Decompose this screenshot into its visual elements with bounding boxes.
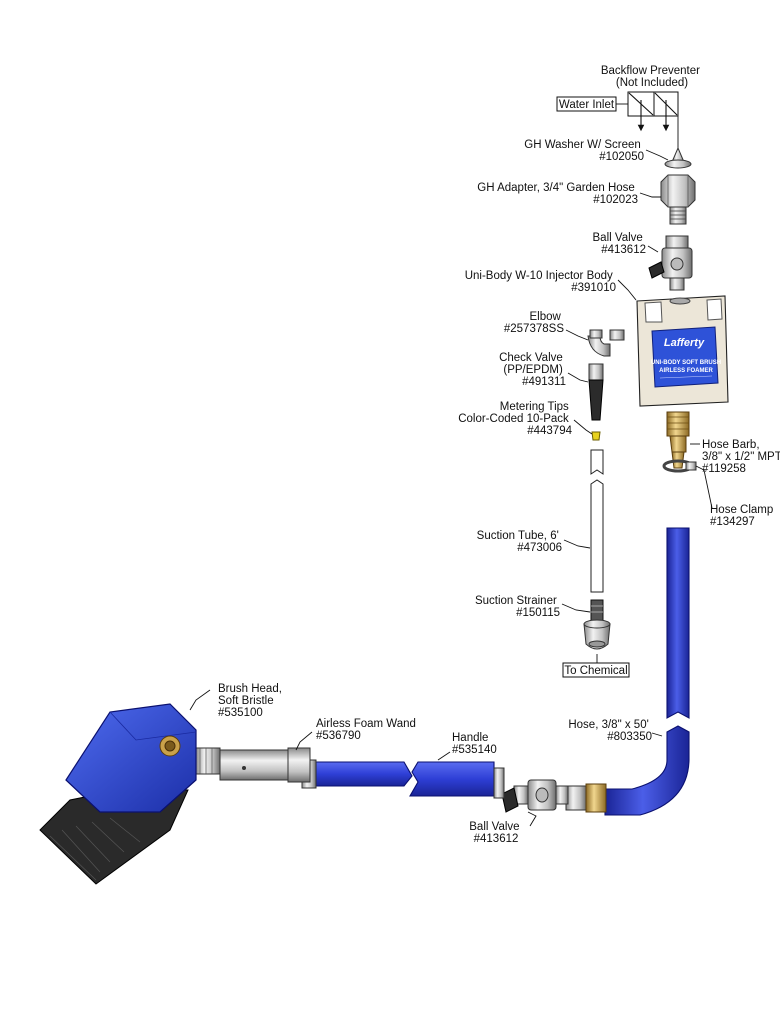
hose — [604, 527, 690, 816]
suction-tube — [590, 449, 604, 593]
ball-valve-top — [648, 235, 693, 291]
to-chemical-label: To Chemical — [564, 665, 627, 677]
foam-wand-label: Airless Foam Wand #536790 — [316, 718, 419, 742]
brush-head-label: Brush Head, Soft Bristle #535100 — [218, 683, 285, 719]
product-line1: UNI-BODY SOFT BRUSH — [651, 360, 721, 366]
suction-tube-label: Suction Tube, 6' #473006 — [477, 530, 562, 554]
ball-valve-bottom — [501, 779, 569, 813]
hose-barb-label: Hose Barb, 3/8" x 1/2" MPT #119258 — [702, 439, 780, 475]
hose-label: Hose, 3/8" x 50' #803350 — [568, 719, 652, 743]
ball-valve-top-label: Ball Valve #413612 — [593, 232, 647, 256]
metering-tip — [591, 431, 601, 441]
product-line2: AIRLESS FOAMER — [659, 368, 713, 374]
hose-barb — [666, 411, 690, 469]
ball-valve-bottom-label: Ball Valve #413612 — [469, 821, 523, 845]
check-valve — [588, 363, 604, 421]
suction-strainer-label: Suction Strainer #150115 — [475, 595, 560, 619]
water-inlet-box — [556, 96, 617, 112]
hose-clamp-label: Hose Clamp #134297 — [710, 504, 776, 528]
backflow-preventer — [616, 91, 679, 152]
brush-head — [39, 703, 197, 885]
product-brand: Lafferty — [664, 337, 705, 349]
elbow — [587, 329, 625, 357]
gh-adapter — [660, 174, 696, 225]
metering-tips-label: Metering Tips Color-Coded 10-Pack #44379… — [458, 401, 572, 437]
to-chemical-box — [562, 662, 630, 678]
handle — [301, 759, 505, 799]
suction-strainer — [583, 599, 611, 650]
gh-washer — [664, 146, 692, 169]
gh-adapter-label: GH Adapter, 3/4" Garden Hose #102023 — [477, 182, 638, 206]
water-inlet-label: Water Inlet — [559, 99, 615, 111]
foam-wand — [195, 747, 311, 783]
hose-fitting — [565, 783, 607, 813]
gh-washer-label: GH Washer W/ Screen #102050 — [524, 139, 644, 163]
injector-body: Lafferty UNI-BODY SOFT BRUSH AIRLESS FOA… — [636, 295, 729, 407]
check-valve-label: Check Valve (PP/EPDM) #491311 — [499, 352, 566, 388]
elbow-label: Elbow #257378SS — [504, 311, 564, 335]
injector-body-label: Uni-Body W-10 Injector Body #391010 — [465, 270, 616, 294]
handle-label: Handle #535140 — [452, 732, 497, 756]
backflow-preventer-label: Backflow Preventer (Not Included) — [601, 65, 703, 89]
